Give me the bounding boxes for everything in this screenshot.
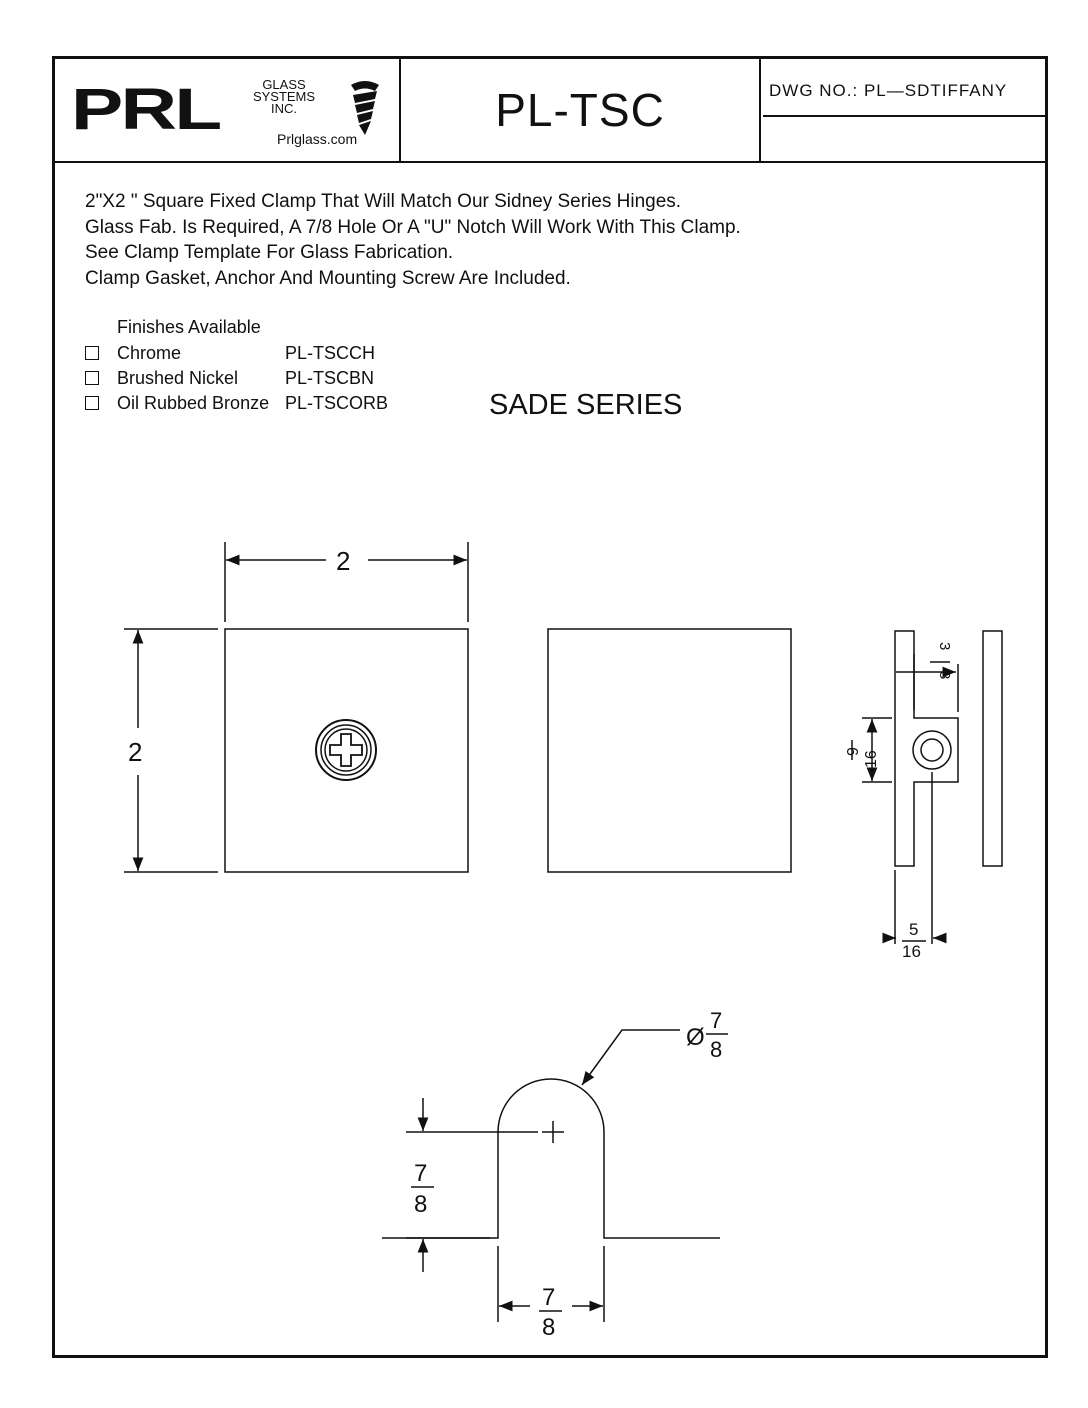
product-description: 2"X2 " Square Fixed Clamp That Will Matc… bbox=[85, 189, 741, 291]
series-title: SADE SERIES bbox=[489, 389, 683, 421]
drawing-sheet: PRL GLASS SYSTEMS INC. Prlglass.com PL-T… bbox=[52, 56, 1048, 1358]
front-width-label: 2 bbox=[336, 546, 350, 576]
description-line: 2"X2 " Square Fixed Clamp That Will Matc… bbox=[85, 191, 682, 212]
side-top-num: 3 bbox=[936, 642, 953, 650]
hole-diameter-num: 7 bbox=[710, 1008, 722, 1033]
company-website: Prlglass.com bbox=[277, 131, 358, 147]
description-line: Clamp Gasket, Anchor And Mounting Screw … bbox=[85, 267, 571, 289]
clamp-front-view bbox=[224, 628, 469, 873]
drawing-number: DWG NO.: PL—SDTIFFANY bbox=[769, 81, 1008, 100]
finish-checkbox[interactable] bbox=[85, 396, 99, 410]
title-block: PRL GLASS SYSTEMS INC. Prlglass.com PL-T… bbox=[55, 59, 1045, 163]
company-logo: PRL bbox=[71, 77, 222, 142]
side-bot-num: 5 bbox=[909, 920, 918, 939]
side-bot-den: 16 bbox=[902, 942, 921, 961]
finishes-title: Finishes Available bbox=[117, 317, 261, 337]
side-mid-num: 9 bbox=[845, 747, 862, 756]
description-line: Glass Fab. Is Required, A 7/8 Hole Or A … bbox=[85, 216, 741, 238]
finish-checkbox[interactable] bbox=[85, 346, 99, 360]
drawing-number-cell: DWG NO.: PL—SDTIFFANY bbox=[763, 59, 1045, 117]
logo-subtitle: GLASS SYSTEMS INC. bbox=[252, 77, 316, 116]
notch-width-num: 7 bbox=[542, 1284, 555, 1311]
notch-depth-num: 7 bbox=[414, 1160, 427, 1187]
side-top-den: 8 bbox=[936, 671, 953, 679]
hole-diameter-symbol: Ø bbox=[686, 1024, 705, 1051]
notch-width-den: 8 bbox=[542, 1314, 555, 1341]
clamp-back-view bbox=[547, 628, 792, 873]
screw-head-icon bbox=[315, 719, 377, 781]
front-height-label: 2 bbox=[128, 737, 142, 767]
u-notch-template bbox=[382, 1029, 720, 1322]
hole-diameter-den: 8 bbox=[710, 1037, 722, 1062]
clamp-side-view bbox=[862, 630, 1003, 944]
side-mid-den: 16 bbox=[863, 750, 880, 768]
notch-depth-den: 8 bbox=[414, 1191, 427, 1218]
finish-checkbox[interactable] bbox=[85, 371, 99, 385]
description-line: See Clamp Template For Glass Fabrication… bbox=[85, 242, 454, 263]
model-number: PL-TSC bbox=[495, 84, 665, 136]
screw-icon bbox=[351, 81, 379, 135]
